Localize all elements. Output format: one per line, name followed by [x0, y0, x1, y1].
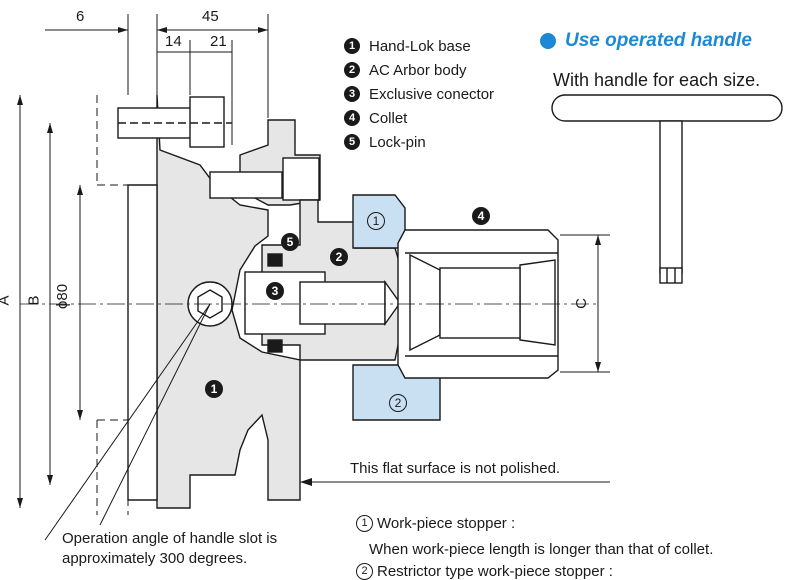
legend-number-5: 5 — [344, 134, 360, 150]
dim-A-label: A — [0, 295, 13, 305]
stopper-2-note-number: 2 — [356, 563, 373, 580]
top-bolt-head — [189, 96, 225, 148]
lock-pin — [267, 253, 283, 267]
flat-surface-note: This flat surface is not polished. — [350, 460, 561, 477]
collet-jaws — [409, 253, 556, 352]
dim-14-label: 14 — [165, 33, 182, 50]
callout-arbor: 2 — [330, 248, 348, 266]
legend-item-4: 4 Collet — [344, 108, 407, 128]
handle-section-subtitle: With handle for each size. — [553, 70, 761, 90]
legend-item-3: 3 Exclusive conector — [344, 84, 494, 104]
clamp-screw-head — [282, 157, 320, 201]
handle-bar — [551, 94, 783, 122]
stopper-1-note-title: Work-piece stopper : — [377, 515, 516, 532]
clamp-screw — [209, 171, 283, 199]
stopper-1-note-desc: When work-piece length is longer than th… — [369, 541, 714, 558]
flange-left — [127, 184, 158, 501]
legend-number-2: 2 — [344, 62, 360, 78]
stopper-2-note-title: Restrictor type work-piece stopper : — [377, 563, 613, 580]
dim-21-label: 21 — [210, 33, 227, 50]
callout-stopper-1: 1 — [367, 212, 385, 230]
legend-number-1: 1 — [344, 38, 360, 54]
dim-C-label: C — [572, 298, 590, 309]
legend-number-3: 3 — [344, 86, 360, 102]
legend-label-1: Hand-Lok base — [369, 37, 471, 55]
dim-phi80-label: ϕ80 — [54, 283, 72, 310]
stopper-2-note: 2 Restrictor type work-piece stopper : — [356, 563, 613, 580]
callout-collet: 4 — [472, 207, 490, 225]
dim-B-label: B — [25, 295, 43, 306]
callout-connector: 3 — [266, 282, 284, 300]
operation-angle-note-line1: Operation angle of handle slot is — [62, 530, 278, 547]
connector-tip — [384, 279, 401, 327]
legend-item-5: 5 Lock-pin — [344, 132, 426, 152]
callout-stopper-2: 2 — [389, 394, 407, 412]
dim-6-label: 6 — [76, 8, 85, 25]
legend-label-5: Lock-pin — [369, 133, 426, 151]
legend-label-2: AC Arbor body — [369, 61, 467, 79]
legend-number-4: 4 — [344, 110, 360, 126]
connector-rod — [299, 281, 386, 325]
collet-core — [439, 267, 521, 339]
handle-section-heading-text: Use operated handle — [565, 30, 752, 51]
legend-item-2: 2 AC Arbor body — [344, 60, 467, 80]
handle-section-heading: Use operated handle — [540, 30, 752, 52]
legend-item-1: 1 Hand-Lok base — [344, 36, 471, 56]
bullet-dot-icon — [540, 33, 556, 49]
stopper-1-note: 1 Work-piece stopper : — [356, 515, 515, 532]
lock-pin-lower — [267, 339, 283, 353]
handle-shaft — [659, 120, 683, 274]
stopper-1-note-number: 1 — [356, 515, 373, 532]
operation-angle-note-line2: approximately 300 degrees. — [62, 550, 248, 567]
handle-tip — [659, 267, 683, 284]
dim-45-label: 45 — [202, 8, 219, 25]
legend-label-4: Collet — [369, 109, 408, 127]
legend-label-3: Exclusive conector — [369, 85, 495, 103]
callout-base: 1 — [205, 380, 223, 398]
callout-lockpin: 5 — [281, 233, 299, 251]
